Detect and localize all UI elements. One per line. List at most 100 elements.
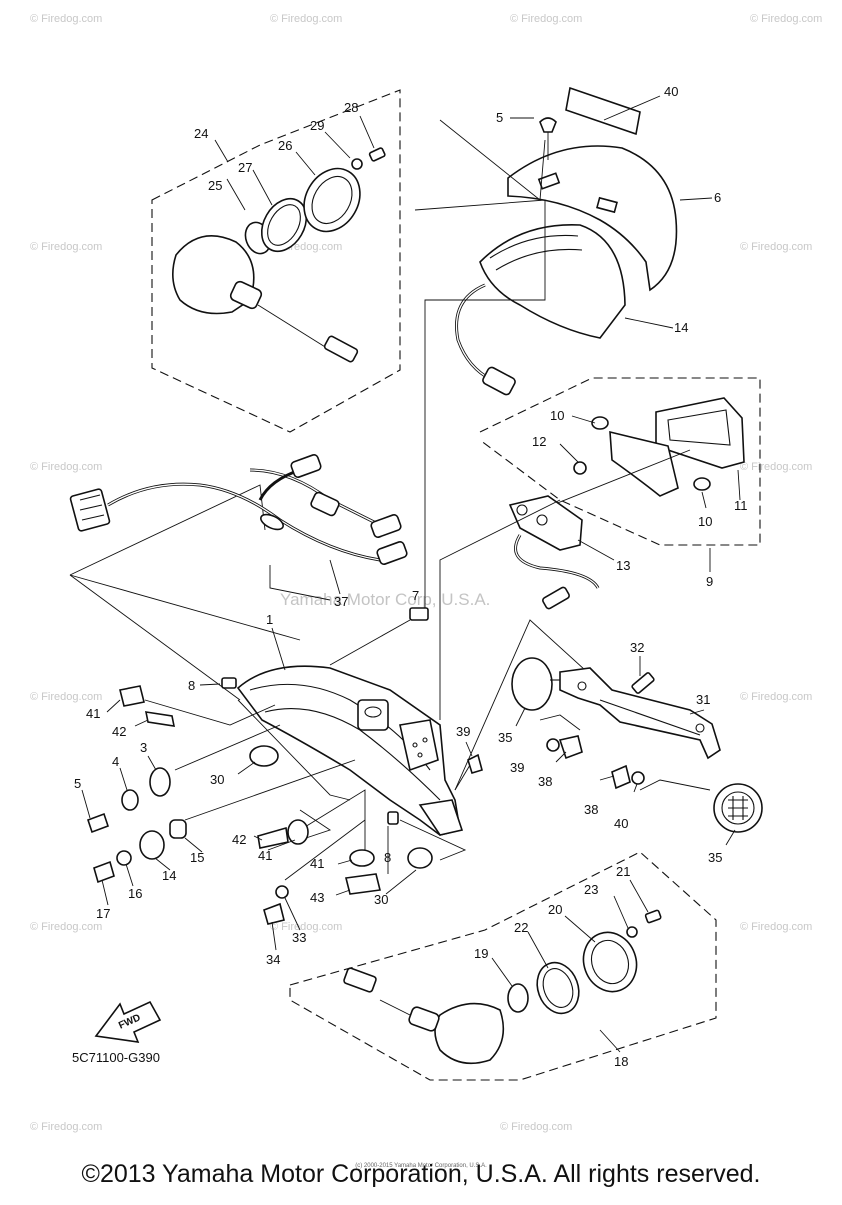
callout: 37 [334, 594, 348, 609]
callout: 16 [128, 886, 142, 901]
callout: 34 [266, 952, 280, 967]
grommet-41-c [349, 849, 375, 867]
callout: 24 [194, 126, 208, 141]
callout: 8 [188, 678, 195, 693]
gasket-21-inner [542, 968, 574, 1008]
washer-39-a [546, 738, 560, 752]
watermark-layer: © Firedog.com © Firedog.com © Firedog.co… [30, 13, 822, 1133]
callout: 1 [266, 612, 273, 627]
harness-connector [290, 454, 322, 478]
washer-16 [116, 850, 132, 866]
turn-signal-assembly-upper [151, 89, 401, 433]
lens-grid [728, 796, 748, 820]
callout: 41 [310, 856, 324, 871]
collar-4 [121, 789, 139, 811]
cover-tab [537, 172, 561, 190]
tail-light-connector [482, 366, 516, 396]
lens-ridge [489, 234, 579, 259]
wire-harness-37 [69, 199, 546, 641]
watermark: © Firedog.com [740, 461, 812, 473]
grommet-30-a [249, 745, 279, 767]
screw-22 [644, 909, 662, 924]
callout: 22 [514, 920, 528, 935]
fine-print: (c) 2000-2015 Yamaha Motor Corporation, … [355, 1163, 487, 1169]
assembly-line [439, 499, 561, 720]
collar-15 [169, 819, 187, 839]
license-light-assembly [479, 377, 761, 610]
clamp-7 [409, 607, 429, 621]
callout: 41 [258, 848, 272, 863]
callout: 27 [238, 160, 252, 175]
gasket-27-inner [267, 204, 301, 246]
stay-hole [577, 681, 587, 691]
assembly-line [539, 714, 581, 731]
callout: 25 [208, 178, 222, 193]
watermark: © Firedog.com [30, 1121, 102, 1133]
bracket-plate [399, 719, 439, 772]
clip-36 [467, 753, 483, 774]
callout-leaders [101, 837, 203, 906]
assembly-line [399, 819, 467, 861]
bolt-42-b [257, 826, 289, 849]
bolt-32 [631, 672, 655, 694]
watermark: © Firedog.com [30, 461, 102, 473]
nut-38-b [611, 764, 631, 790]
callout: 42 [112, 724, 126, 739]
callout: 13 [616, 558, 630, 573]
watermark: © Firedog.com [750, 13, 822, 25]
watermark: © Firedog.com [740, 241, 812, 253]
grommet-41 [119, 685, 145, 707]
rim-20 [582, 931, 638, 993]
harness-wire [107, 482, 381, 562]
fwd-arrow-icon [94, 1000, 162, 1043]
wire-lead [257, 304, 331, 351]
license-bracket [609, 430, 679, 497]
callout: 11 [734, 498, 748, 513]
callout: 30 [374, 892, 388, 907]
nut-12 [573, 461, 587, 475]
bracket-lower [237, 699, 351, 801]
callout: 40 [614, 816, 628, 831]
washer-33 [275, 885, 289, 899]
rear-fender-bracket-1 [236, 665, 464, 836]
callout: 38 [538, 774, 552, 789]
assembly-line [284, 819, 366, 881]
nut-43 [345, 873, 381, 895]
callout: 40 [664, 84, 678, 99]
callout: 28 [344, 100, 358, 115]
center-watermark: Yamaha Motor Corp, U.S.A. [280, 590, 490, 609]
lens-35-left [511, 657, 553, 711]
callout-leaders [253, 826, 417, 896]
bolt-42 [144, 711, 176, 727]
callout-leaders [329, 559, 341, 595]
assembly-line [454, 764, 471, 791]
callout-leaders [559, 415, 741, 572]
rim-26 [303, 167, 361, 233]
watermark: © Firedog.com [30, 921, 102, 933]
callout: 32 [630, 640, 644, 655]
callout-layer: 24 25 27 26 29 28 5 40 6 14 10 12 10 11 … [74, 84, 748, 1069]
base-hole [516, 504, 528, 516]
watermark: © Firedog.com [500, 1121, 572, 1133]
callout: 6 [714, 190, 721, 205]
gasket-27 [260, 197, 308, 253]
watermark: © Firedog.com [270, 921, 342, 933]
wire-sleeve [260, 513, 284, 531]
bracket-boss [357, 699, 389, 731]
callout: 38 [584, 802, 598, 817]
callout: 31 [696, 692, 710, 707]
callout: 26 [278, 138, 292, 153]
screw-5 [86, 812, 110, 834]
base-hole [536, 514, 548, 526]
rim-26-inner [311, 176, 353, 224]
clip-8 [221, 677, 237, 689]
watermark: © Firedog.com [30, 691, 102, 703]
harness-outline [69, 574, 301, 641]
callout: 42 [232, 832, 246, 847]
bulb-10-b [693, 477, 711, 491]
callout: 30 [210, 772, 224, 787]
drawing-code: 5C71100-G390 [72, 1050, 160, 1065]
watermark: © Firedog.com [270, 13, 342, 25]
gasket-21 [536, 961, 580, 1015]
